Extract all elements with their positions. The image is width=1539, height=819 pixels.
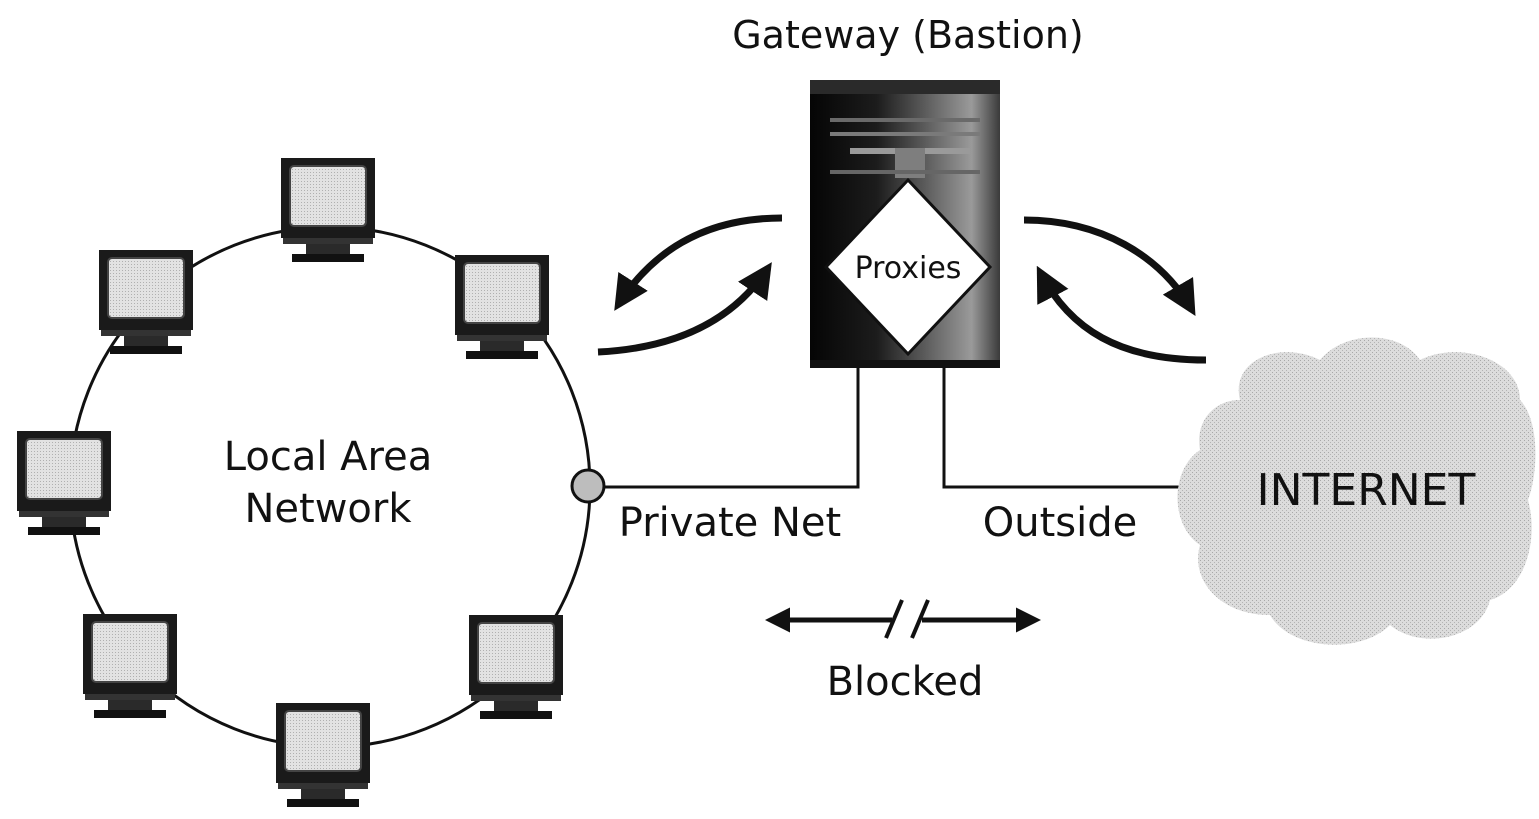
lan-gateway-node [570, 468, 606, 504]
workstation-top [280, 157, 376, 263]
workstation-left [16, 430, 112, 536]
proxies-diamond [823, 177, 993, 357]
blocked-arrow [765, 599, 1041, 640]
blocked-label: Blocked [827, 659, 984, 705]
private-net-label: Private Net [619, 500, 841, 546]
private-net-link [590, 368, 860, 489]
gateway-title: Gateway (Bastion) [732, 13, 1084, 57]
internet-label: INTERNET [1257, 465, 1476, 516]
lan-workstations [16, 157, 564, 808]
workstation-upper-right [454, 254, 550, 360]
left-arrow-to-gateway [597, 262, 772, 356]
outside-label: Outside [983, 500, 1137, 546]
right-arrow-to-internet [1023, 216, 1196, 317]
workstation-lower-left [82, 613, 178, 719]
proxies-label: Proxies [855, 251, 962, 286]
outside-link [942, 368, 1190, 489]
workstation-upper-left [98, 249, 194, 355]
left-arrow-to-lan [614, 214, 783, 311]
right-arrow-to-gateway [1036, 265, 1207, 364]
lan-label-line1: Local Area [224, 434, 432, 480]
internet-cloud [1177, 337, 1536, 645]
workstation-bottom [275, 702, 371, 808]
lan-label-line2: Network [244, 486, 412, 532]
workstation-lower-right [468, 614, 564, 720]
